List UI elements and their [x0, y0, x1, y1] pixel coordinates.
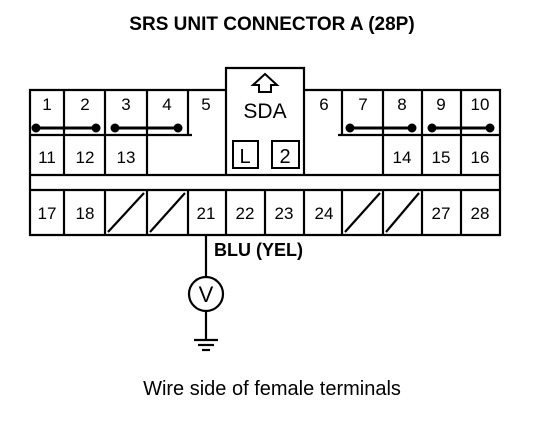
diagram-caption: Wire side of female terminals: [143, 378, 401, 400]
terminal-label: 24: [315, 204, 334, 223]
terminal-label: 15: [432, 148, 451, 167]
lock-key-a: L: [239, 146, 250, 168]
lock-key-b-box: [271, 140, 300, 169]
ground-icon: [194, 338, 218, 352]
terminal-label: 27: [432, 204, 451, 223]
meter-symbol: V: [199, 282, 214, 307]
terminal-label: 21: [197, 204, 216, 223]
probe-wire-label: BLU (YEL): [214, 240, 303, 260]
terminal-label: 3: [121, 95, 130, 114]
terminal-label: 17: [38, 204, 57, 223]
connector-outline: [28, 66, 502, 237]
diagram-title: SRS UNIT CONNECTOR A (28P): [129, 14, 415, 35]
terminal-label: 9: [436, 95, 445, 114]
terminal-label: 8: [397, 95, 406, 114]
terminal-label: 14: [393, 148, 412, 167]
shorting-bars: [31, 123, 495, 133]
terminal-label: 28: [471, 204, 490, 223]
lock-key-a-box: [232, 140, 259, 169]
terminal-label: 12: [76, 148, 95, 167]
terminal-label: 2: [80, 95, 89, 114]
terminal-label: 4: [162, 95, 171, 114]
terminal-label: 23: [275, 204, 294, 223]
up-arrow-icon: [250, 72, 280, 93]
terminal-label: 7: [358, 95, 367, 114]
lock-label: SDA: [243, 100, 286, 123]
voltmeter-icon: V: [187, 275, 225, 313]
terminal-label: 6: [319, 95, 328, 114]
terminal-label: 10: [471, 95, 490, 114]
terminal-label: 1: [42, 95, 51, 114]
terminal-label: 22: [236, 204, 255, 223]
terminal-label: 5: [201, 95, 210, 114]
terminal-label: 18: [76, 204, 95, 223]
terminal-label: 13: [117, 148, 136, 167]
lock-key-b: 2: [279, 146, 290, 168]
terminal-label: 16: [471, 148, 490, 167]
terminal-label: 11: [38, 148, 56, 167]
